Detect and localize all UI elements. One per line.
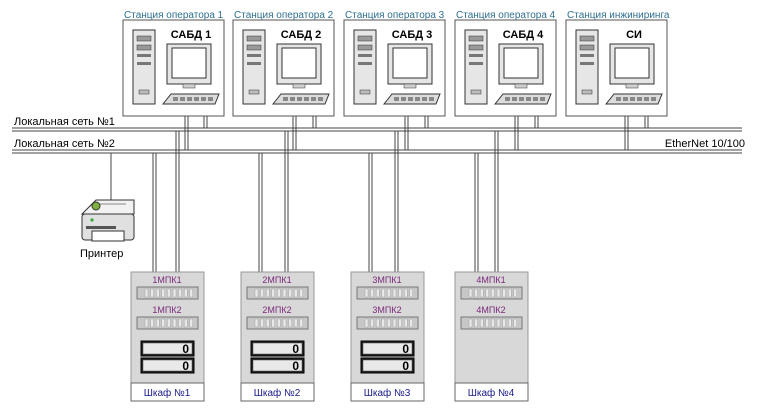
counter-value: 0 xyxy=(402,359,409,373)
cabinet-name: Шкаф №3 xyxy=(364,387,411,399)
station-1[interactable]: Станция оператора 1 САБД 1 xyxy=(122,10,225,117)
monitor-icon xyxy=(166,43,212,89)
cabinet-name: Шкаф №1 xyxy=(144,387,191,399)
counter-value: 0 xyxy=(402,342,409,356)
cabinet-name: Шкаф №4 xyxy=(468,387,515,399)
counter-display: 0 xyxy=(140,357,195,374)
station-2[interactable]: Станция оператора 2 САБД 2 xyxy=(232,10,335,117)
module-1-rack xyxy=(246,286,309,300)
monitor-icon xyxy=(609,43,655,89)
lan1-bus xyxy=(12,127,742,132)
cabinet-name: Шкаф №2 xyxy=(254,387,301,399)
monitor-icon xyxy=(276,43,322,89)
computer-tower-icon xyxy=(242,29,266,105)
module-1-rack xyxy=(356,286,419,300)
monitor-icon xyxy=(498,43,544,89)
station-name: СИ xyxy=(626,29,642,41)
monitor-icon xyxy=(387,43,433,89)
printer[interactable]: Принтер xyxy=(80,199,135,260)
module-2-rack xyxy=(136,316,199,330)
module-2-rack xyxy=(460,316,523,330)
counter-value: 0 xyxy=(182,342,189,356)
counter-value: 0 xyxy=(292,359,299,373)
module-1-rack xyxy=(460,286,523,300)
station-name: САБД 4 xyxy=(503,29,544,41)
station-title: Станция инжиниринга xyxy=(567,10,670,21)
computer-tower-icon xyxy=(353,29,377,105)
station-title: Станция оператора 1 xyxy=(124,10,224,21)
module-1-label: 3МПК1 xyxy=(372,275,401,285)
lan1-label: Локальная сеть №1 xyxy=(14,116,115,128)
computer-tower-icon xyxy=(132,29,156,105)
counter-display: 0 xyxy=(250,340,305,357)
ethernet-label: EtherNet 10/100 xyxy=(665,138,745,150)
computer-tower-icon xyxy=(464,29,488,105)
counter-display: 0 xyxy=(360,340,415,357)
keyboard-icon xyxy=(382,93,441,105)
cabinet-drop-lines xyxy=(110,131,499,272)
printer-icon xyxy=(80,199,135,242)
computer-tower-icon xyxy=(575,29,599,105)
counter-value: 0 xyxy=(182,359,189,373)
printer-label: Принтер xyxy=(80,248,123,260)
lan2-bus xyxy=(12,149,742,154)
station-title: Станция оператора 2 xyxy=(234,10,334,21)
station-name: САБД 1 xyxy=(171,29,212,41)
keyboard-icon xyxy=(161,93,220,105)
module-2-rack xyxy=(356,316,419,330)
station-3[interactable]: Станция оператора 3 САБД 3 xyxy=(343,10,446,117)
module-2-rack xyxy=(246,316,309,330)
keyboard-icon xyxy=(604,93,663,105)
station-title: Станция оператора 3 xyxy=(345,10,445,21)
module-2-label: 4МПК2 xyxy=(476,305,505,315)
station-drop-lines xyxy=(184,116,649,150)
counter-display: 0 xyxy=(140,340,195,357)
counter-display: 0 xyxy=(360,357,415,374)
station-name: САБД 2 xyxy=(281,29,322,41)
module-2-label: 1МПК2 xyxy=(152,305,181,315)
keyboard-icon xyxy=(493,93,552,105)
module-2-label: 3МПК2 xyxy=(372,305,401,315)
module-1-label: 4МПК1 xyxy=(476,275,505,285)
keyboard-icon xyxy=(271,93,330,105)
counter-value: 0 xyxy=(292,342,299,356)
station-4[interactable]: Станция оператора 4 САБД 4 xyxy=(454,10,557,117)
counter-display: 0 xyxy=(250,357,305,374)
station-name: САБД 3 xyxy=(392,29,433,41)
lan2-label: Локальная сеть №2 xyxy=(14,138,115,150)
module-1-rack xyxy=(136,286,199,300)
module-1-label: 2МПК1 xyxy=(262,275,291,285)
module-2-label: 2МПК2 xyxy=(262,305,291,315)
station-title: Станция оператора 4 xyxy=(456,10,556,21)
module-1-label: 1МПК1 xyxy=(152,275,181,285)
